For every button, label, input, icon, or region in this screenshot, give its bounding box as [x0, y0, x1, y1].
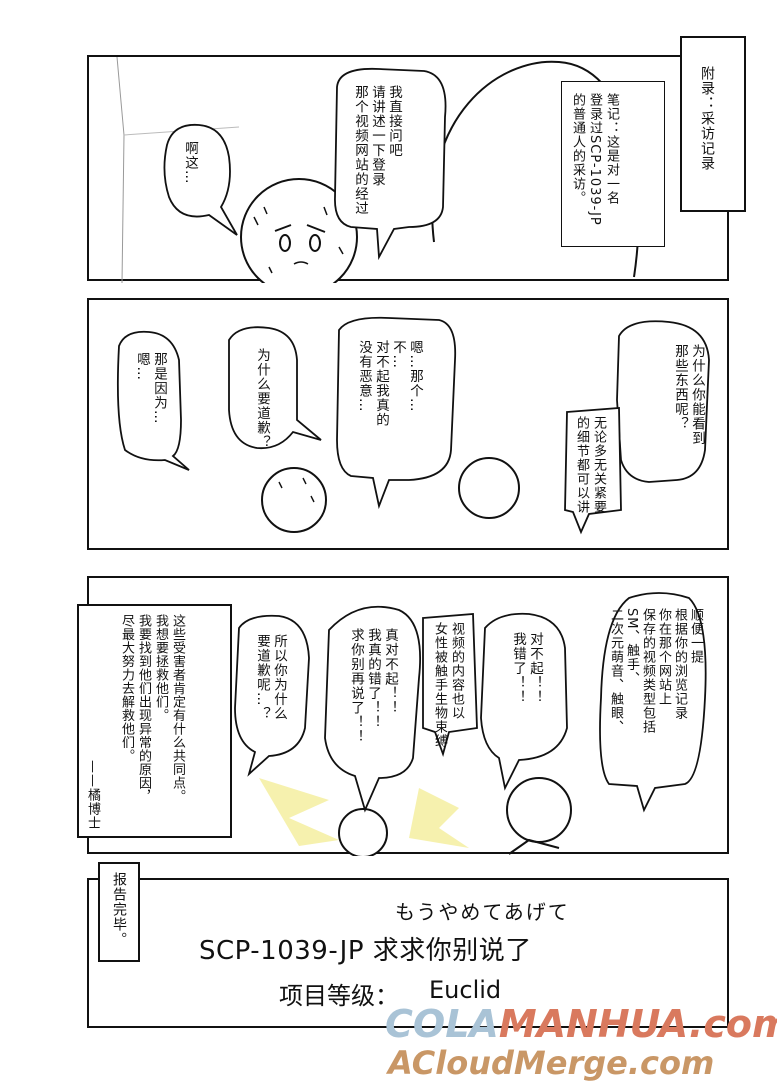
panel-1: 笔记：这是对一名 登录过SCP-1039-JP 的普通人的采访。 我直接问吧 请…	[87, 55, 729, 283]
because-speech: 那是因为… 嗯…	[134, 352, 167, 425]
appendix-caption-box	[680, 36, 746, 212]
report-end-box	[98, 862, 140, 962]
interviewer-speech: 我直接问吧 请讲述一下登录 那个视频网站的经过	[352, 85, 402, 216]
panel-4: もうやめてあげて SCP-1039-JP 求求你别说了 项目等级： Euclid	[87, 878, 729, 1028]
detail-speech: 无论多无关紧要 的细节都可以讲	[574, 416, 606, 514]
so-why-speech: 所以你为什么 要道歉呢…？	[254, 634, 287, 721]
by-the-way-speech: 顺便一提 根据你的浏览记录 你在那个网站上 保存的视频类型包括 SM、触手、 二…	[608, 608, 703, 734]
report-end-text: 报告完毕。	[111, 872, 127, 947]
note-box	[561, 81, 665, 247]
object-class-label: 项目等级：	[279, 982, 399, 1010]
panel-1-art	[116, 57, 640, 283]
quote-text: 这些受害者肯定有什么共同点。 我想要拯救他们。 我要找到他们出现异常的原因， 尽…	[119, 614, 185, 803]
panel-3-art	[234, 592, 707, 856]
watermark-manhua: MANHUA	[498, 1002, 689, 1046]
object-class-value: Euclid	[429, 976, 502, 1004]
panel-2: 为什么你能看到 那些东西呢？ 无论多无关紧要 的细节都可以讲 嗯…那个… 不… …	[87, 298, 729, 550]
watermark-line2: ACloudMerge.com	[388, 1044, 715, 1082]
video-speech: 视频的内容也以 女性被触手生物束缚	[432, 622, 464, 748]
hesitation-speech: 嗯…那个… 不… 对不起我真的 没有恶意…	[356, 340, 423, 427]
panel-2-art	[116, 316, 710, 535]
appendix-caption: 附录：采访记录	[699, 66, 715, 171]
watermark-line1: COLAMANHUA.com	[385, 1002, 777, 1046]
really-sorry-speech: 真对不起！！ 我真的错了！！ 求你别再说了！！	[348, 628, 398, 744]
subject-speech: 啊这…	[182, 141, 198, 185]
quote-box	[77, 604, 232, 838]
why-see-speech: 为什么你能看到 那些东西呢？	[672, 344, 705, 446]
kana-subtitle: もうやめてあげて	[395, 900, 570, 924]
object-title: SCP-1039-JP 求求你别说了	[199, 936, 532, 966]
watermark-com: .com	[688, 1002, 777, 1046]
note-text: 笔记：这是对一名 登录过SCP-1039-JP 的普通人的采访。	[570, 93, 619, 226]
watermark-cola: COLA	[385, 1002, 499, 1046]
why-apologize-speech: 为什么要道歉？	[254, 348, 270, 450]
sorry-speech: 对不起！！ 我错了！！	[510, 632, 543, 705]
quote-signature: ——橘博士	[85, 760, 100, 830]
